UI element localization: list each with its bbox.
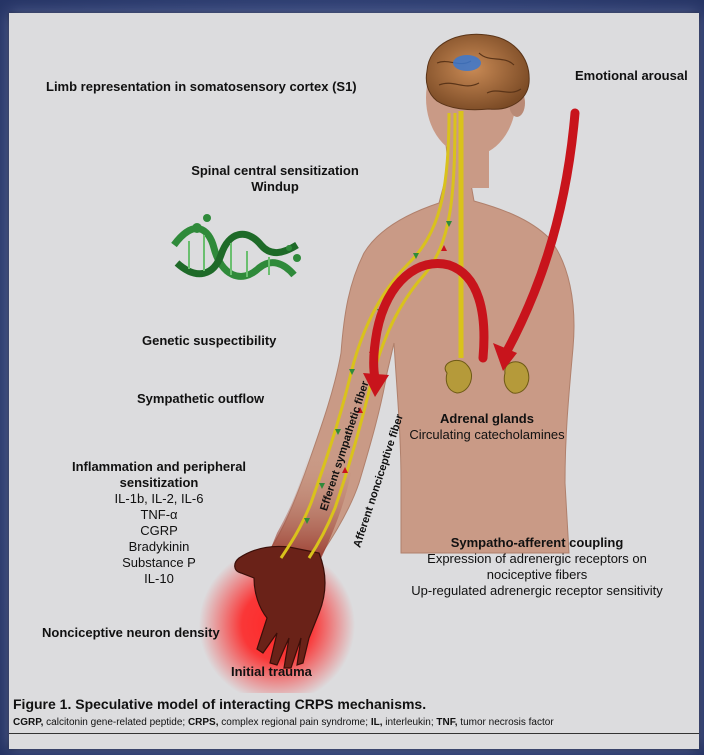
mediator-item: Bradykinin bbox=[54, 539, 264, 555]
mediator-list: IL-1b, IL-2, IL-6 TNF-α CGRP Bradykinin … bbox=[54, 491, 264, 587]
label-initial-trauma: Initial trauma bbox=[231, 664, 312, 680]
label-inflammation-title-1: Inflammation and peripheral bbox=[54, 459, 264, 475]
label-coupling-line: Up-regulated adrenergic receptor sensiti… bbox=[377, 583, 697, 599]
label-coupling-line: nociceptive fibers bbox=[377, 567, 697, 583]
mediator-item: Substance P bbox=[54, 555, 264, 571]
label-inflammation-title-2: sensitization bbox=[54, 475, 264, 491]
abbr-term: TNF, bbox=[436, 717, 457, 728]
abbr-definition: calcitonin gene-related peptide; bbox=[43, 717, 188, 728]
brain bbox=[426, 34, 529, 109]
label-coupling-group: Sympatho-afferent coupling Expression of… bbox=[377, 535, 697, 599]
mediator-item: IL-1b, IL-2, IL-6 bbox=[54, 491, 264, 507]
dna-helix-icon bbox=[174, 214, 301, 277]
label-genetic-susceptibility: Genetic suspectibility bbox=[142, 333, 276, 349]
mediator-item: IL-10 bbox=[54, 571, 264, 587]
label-spinal-sensitization-group: Spinal central sensitization Windup bbox=[175, 163, 375, 195]
label-emotional-arousal: Emotional arousal bbox=[575, 68, 688, 84]
mediator-item: CGRP bbox=[54, 523, 264, 539]
label-limb-representation: Limb representation in somatosensory cor… bbox=[46, 79, 357, 95]
label-coupling-title: Sympatho-afferent coupling bbox=[377, 535, 697, 551]
label-neuron-density: Nonciceptive neuron density bbox=[42, 625, 220, 641]
abbr-definition: interleukin; bbox=[382, 717, 436, 728]
label-catecholamines: Circulating catecholamines bbox=[387, 427, 587, 443]
caption-divider bbox=[9, 733, 699, 734]
label-coupling-line: Expression of adrenergic receptors on bbox=[377, 551, 697, 567]
figure-caption-title: Figure 1. Speculative model of interacti… bbox=[13, 696, 426, 712]
label-sympathetic-outflow: Sympathetic outflow bbox=[137, 391, 264, 407]
label-adrenal-group: Adrenal glands Circulating catecholamine… bbox=[387, 411, 587, 443]
abbr-definition: tumor necrosis factor bbox=[458, 717, 554, 728]
abbr-term: CGRP, bbox=[13, 717, 43, 728]
abbr-term: IL, bbox=[371, 717, 383, 728]
abbr-definition: complex regional pain syndrome; bbox=[219, 717, 371, 728]
figure-caption-abbreviations: CGRP, calcitonin gene-related peptide; C… bbox=[13, 717, 554, 728]
label-windup: Windup bbox=[175, 179, 375, 195]
figure-panel: Limb representation in somatosensory cor… bbox=[9, 13, 699, 749]
label-spinal-sensitization: Spinal central sensitization bbox=[175, 163, 375, 179]
mediator-item: TNF-α bbox=[54, 507, 264, 523]
label-inflammation-group: Inflammation and peripheral sensitizatio… bbox=[54, 459, 264, 587]
label-adrenal-glands: Adrenal glands bbox=[387, 411, 587, 427]
abbr-term: CRPS, bbox=[188, 717, 219, 728]
